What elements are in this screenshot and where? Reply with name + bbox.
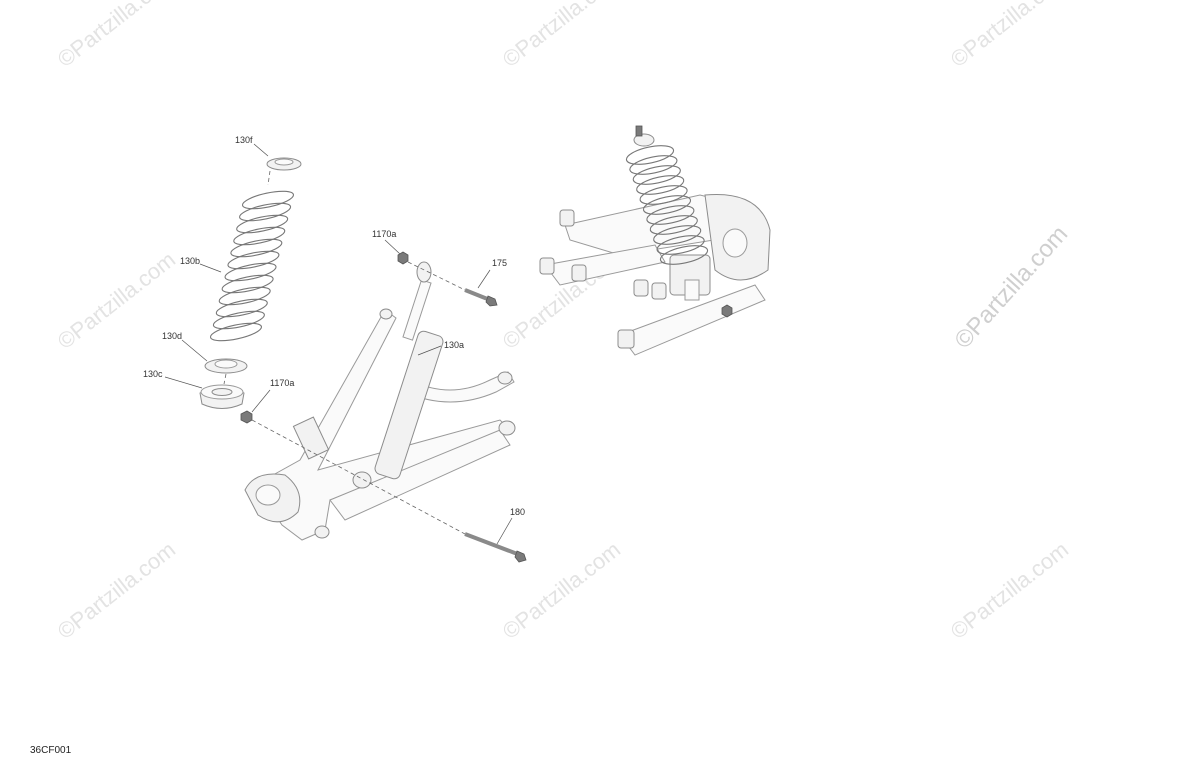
watermark-layer: ©Partzilla.com ©Partzilla.com ©Partzilla… <box>53 0 1074 644</box>
callout-1170a-upper: 1170a <box>372 229 396 239</box>
watermark-4: ©Partzilla.com <box>53 247 180 354</box>
watermark-7: ©Partzilla.com <box>53 537 180 644</box>
watermark-9: ©Partzilla.com <box>946 537 1073 644</box>
nut-1170a-upper[interactable] <box>397 251 409 265</box>
bolt-180[interactable] <box>464 532 527 563</box>
callout-130c: 130c <box>143 369 163 379</box>
callout-130d: 130d <box>162 331 182 341</box>
callout-1170a-lower: 1170a <box>270 378 294 388</box>
watermark-1: ©Partzilla.com <box>53 0 180 72</box>
coil-spring-130b[interactable] <box>209 188 295 345</box>
watermark-3: ©Partzilla.com <box>946 0 1073 72</box>
leader-lines <box>164 143 513 545</box>
a-arm-assembly <box>244 308 516 541</box>
watermark-6: ©Partzilla.com <box>949 221 1073 354</box>
callout-130f: 130f <box>235 135 253 145</box>
callout-labels: 130f 130b 130d 130c 1170a 1170a 175 130a… <box>143 135 525 517</box>
callout-175: 175 <box>492 258 507 268</box>
callout-130b: 130b <box>180 256 200 266</box>
spring-seat-130d[interactable] <box>204 358 248 374</box>
callout-180: 180 <box>510 507 525 517</box>
callout-130a: 130a <box>444 340 464 350</box>
spring-adjuster-130c[interactable] <box>199 384 245 409</box>
diagram-code: 36CF001 <box>30 745 72 756</box>
bolt-175[interactable] <box>464 288 498 307</box>
spring-retainer-130f[interactable] <box>266 157 302 171</box>
assembled-coil-spring <box>625 145 709 265</box>
nut-1170a-lower[interactable] <box>240 410 253 424</box>
watermark-2: ©Partzilla.com <box>498 0 625 72</box>
shock-absorber-130a[interactable] <box>352 261 445 489</box>
assembly-lines <box>223 170 466 535</box>
assembled-suspension-view <box>539 125 771 356</box>
